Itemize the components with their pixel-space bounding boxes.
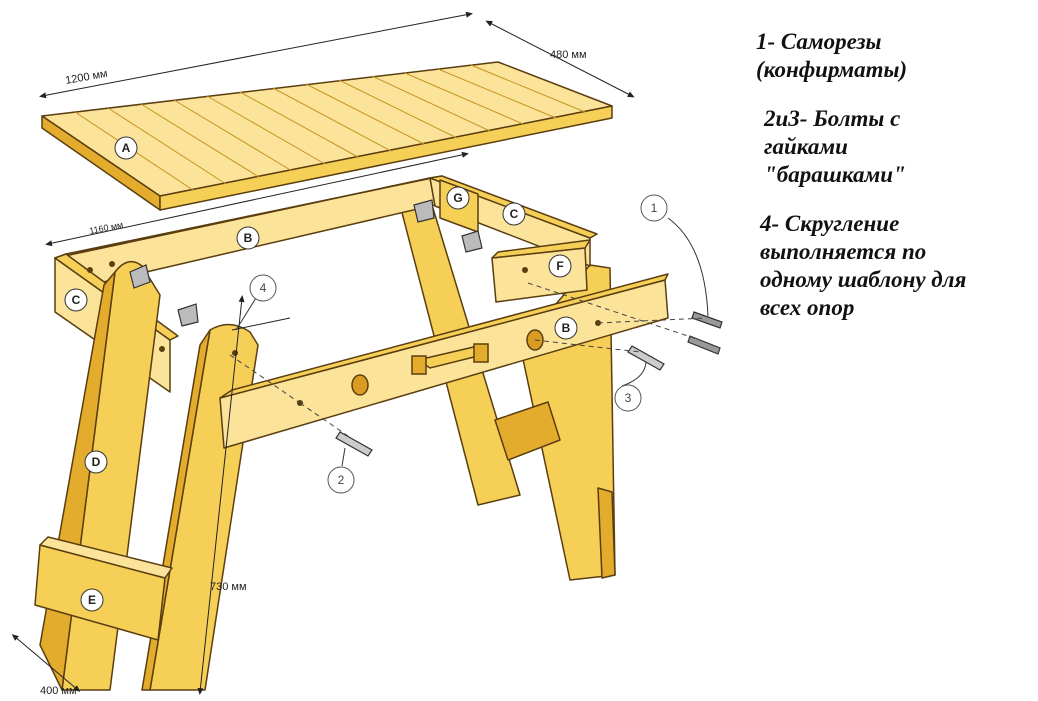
bolt-icon-3 [627, 345, 665, 371]
back-leg-right-outer-shade [597, 487, 616, 579]
part-circle-c [64, 288, 88, 312]
dim-leg-height: 730 мм [210, 581, 247, 593]
part-circle-c2 [502, 202, 526, 226]
bolt-icon-2 [335, 431, 373, 457]
screw-hole-3 [232, 350, 238, 356]
dim-line-leg-spread [11, 634, 81, 692]
rail-hole-left [351, 374, 369, 396]
part-circle-f [548, 254, 572, 278]
part-label-f: F [556, 259, 563, 273]
note-rounding: 4- Скругление выполняется по одному шабл… [760, 211, 967, 320]
brace-e-top [39, 536, 173, 579]
screw-icon-1a [691, 311, 723, 329]
wing-nut-icon-1 [129, 264, 151, 289]
screw-hole-5 [522, 267, 528, 273]
callout-leader-4 [235, 297, 257, 331]
callout-leader-2 [341, 447, 346, 467]
callout-3: 3 [625, 391, 632, 405]
part-label-e: E [88, 593, 96, 607]
screw-icon-1b [687, 335, 721, 355]
dim-leg-spread: 400 мм [40, 685, 77, 697]
part-label-g: G [453, 191, 462, 205]
assembly-notes: 1- Саморезы (конфирматы) 2и3- Болты с га… [752, 28, 1034, 343]
wing-nut-icon-2 [177, 303, 199, 327]
back-leg-brace [494, 401, 561, 461]
guide-line-1 [597, 317, 707, 324]
callout-circle-4 [249, 274, 277, 302]
callout-2: 2 [338, 473, 345, 487]
block-f-side [491, 239, 591, 259]
part-circle-b2 [554, 316, 578, 340]
callout-circle-1 [640, 194, 668, 222]
handle-plate-right [473, 343, 489, 363]
dim-frame-length: 1160 мм [88, 220, 124, 236]
guide-line-4 [299, 402, 349, 437]
callout-leader-3 [621, 361, 647, 387]
wing-nut-icon-4 [461, 230, 483, 253]
part-label-b: B [244, 231, 253, 245]
part-circle-b [236, 226, 260, 250]
guide-line-2 [527, 282, 701, 341]
callout-circle-2 [327, 466, 355, 494]
part-circle-d [84, 450, 108, 474]
part-circle-g [446, 186, 470, 210]
screw-hole-6 [87, 267, 93, 273]
dim-line-leg-height [197, 295, 245, 695]
part-label-c2: C [510, 207, 519, 221]
part-label-b2: B [562, 321, 571, 335]
dim-line-top-width [485, 20, 635, 98]
callout-circle-3 [614, 384, 642, 412]
callout-4: 4 [260, 281, 267, 295]
dim-top-width: 480 мм [550, 49, 587, 61]
part-circle-e [80, 588, 104, 612]
callout-leader-1 [667, 217, 709, 317]
handle-plate-left [411, 355, 427, 375]
part-label-d: D [92, 455, 101, 469]
screw-hole-4 [159, 346, 165, 352]
dim-tick-1 [231, 317, 291, 331]
screw-hole-7 [109, 261, 115, 267]
note-screws: 1- Саморезы (конфирматы) [756, 29, 908, 82]
note-bolts: 2и3- Болты с гайками "барашками" [764, 106, 906, 187]
part-circle-a [114, 136, 138, 160]
dim-line-frame-length [45, 151, 469, 247]
part-label-a: A [122, 141, 131, 155]
part-label-c: C [72, 293, 81, 307]
callout-1: 1 [651, 201, 658, 215]
dim-line-top-length [39, 11, 473, 99]
